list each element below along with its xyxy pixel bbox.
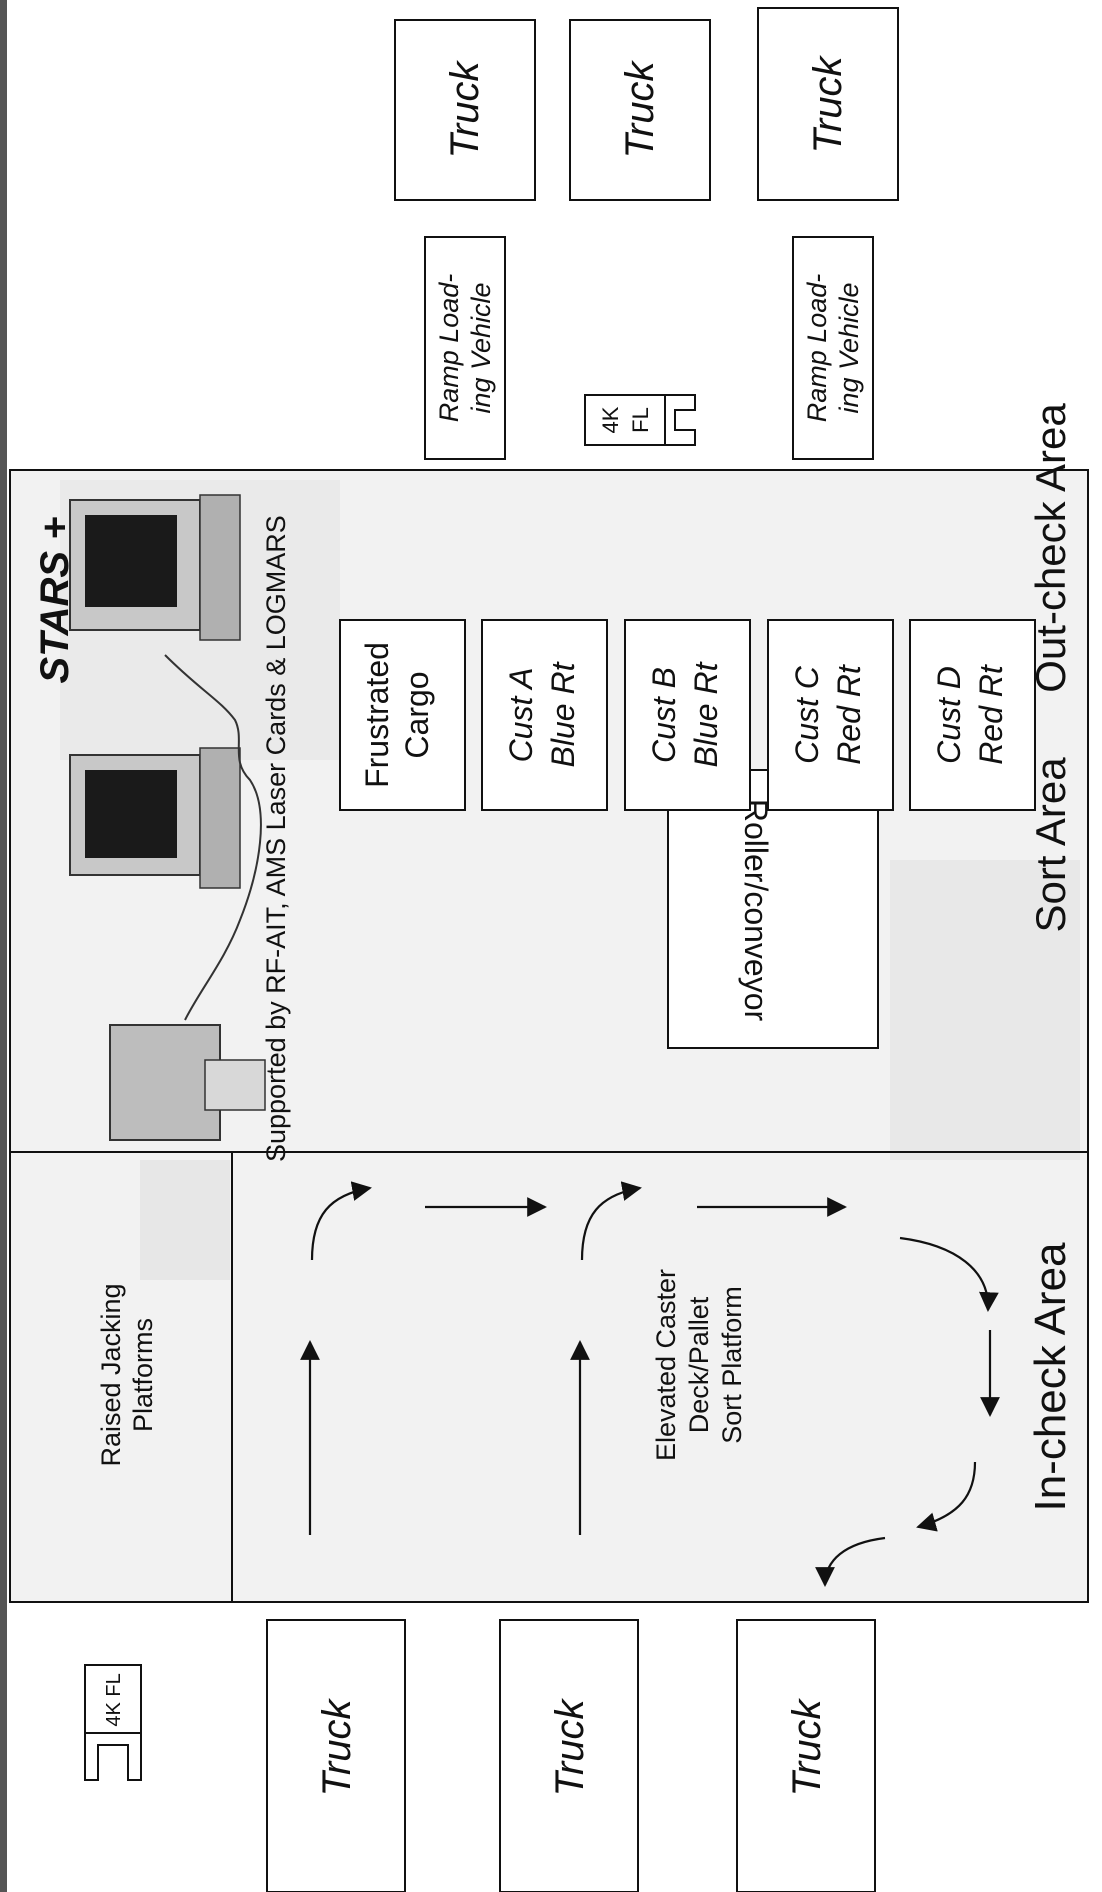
ramp-vehicle-2-line-2: ing Vehicle xyxy=(834,282,864,413)
lane-box-cust-c xyxy=(767,619,894,811)
terminal-screen-1 xyxy=(85,515,177,607)
lane-cust-c-line-1: Cust C xyxy=(789,665,825,764)
terminal-base-1 xyxy=(199,494,241,641)
computer-terminal-2 xyxy=(69,747,241,889)
outcheck-lanes: Frustrated Cargo Cust A Blue Rt Cust B B… xyxy=(339,619,1036,811)
lane-cust-d-line-2: Red Rt xyxy=(973,664,1009,765)
elevated-platform-line-2: Deck/Pallet xyxy=(684,1296,714,1433)
lane-cust-a-line-2: Blue Rt xyxy=(545,661,581,767)
ramp-vehicle-box-2 xyxy=(792,236,874,460)
forklift-right-body xyxy=(584,394,666,446)
arrow-curve-3 xyxy=(899,1236,999,1312)
roller-conveyor-box xyxy=(667,769,879,1049)
support-text: Supported by RF-AIT, AMS Laser Cards & L… xyxy=(261,515,291,1162)
lane-box-frustrated xyxy=(339,619,466,811)
lane-box-cust-a xyxy=(481,619,608,811)
truck-box-right-2 xyxy=(569,19,711,201)
flow-arrows xyxy=(300,1181,1000,1587)
truck-left-2-label: Truck xyxy=(548,1697,592,1796)
ramp-vehicle-1-line-2: ing Vehicle xyxy=(466,282,496,413)
computer-terminal-1 xyxy=(69,494,241,641)
printer-tray xyxy=(204,1059,266,1111)
shade-sort xyxy=(890,860,1080,1160)
lane-cust-c-line-2: Red Rt xyxy=(831,664,867,765)
network-cable xyxy=(164,654,262,1021)
forklift-right-line-2: FL xyxy=(628,407,653,433)
truck-box-left-3 xyxy=(736,1619,876,1892)
ramp-vehicle-1-line-1: Ramp Load- xyxy=(434,274,464,423)
right-trucks: Truck Truck Truck xyxy=(394,7,899,201)
printer-device xyxy=(109,1024,266,1141)
lane-cust-b-line-2: Blue Rt xyxy=(688,661,724,767)
in-check-area-label: In-check Area xyxy=(1026,1242,1075,1512)
lane-frustrated-line-1: Frustrated xyxy=(359,642,395,788)
truck-box-left-1 xyxy=(266,1619,406,1892)
left-forklift: 4K FL xyxy=(84,1664,142,1781)
shade-platforms xyxy=(140,1160,230,1280)
elevated-platform-line-1: Elevated Caster xyxy=(651,1269,681,1461)
forklift-body xyxy=(84,1664,142,1734)
truck-right-1-label: Truck xyxy=(443,59,487,158)
terminal-base-2 xyxy=(199,747,241,889)
ramp-vehicle-2-line-1: Ramp Load- xyxy=(802,274,832,423)
left-trucks: Truck Truck Truck xyxy=(266,1619,876,1892)
truck-left-1-label: Truck xyxy=(315,1697,359,1796)
ramp-vehicle-box-1 xyxy=(424,236,506,460)
elevated-platform-line-3: Sort Platform xyxy=(717,1286,747,1444)
truck-box-right-1 xyxy=(394,19,536,201)
right-forklift: 4K FL xyxy=(584,394,696,446)
roller-conveyor-label: Roller/conveyor xyxy=(738,799,774,1022)
forklift-left-label: 4K FL xyxy=(103,1673,125,1726)
raised-platforms-line-1: Raised Jacking xyxy=(96,1283,126,1466)
truck-left-3-label: Truck xyxy=(785,1697,829,1796)
truck-box-left-2 xyxy=(499,1619,639,1892)
lane-box-cust-b xyxy=(624,619,751,811)
terminal-screen-2 xyxy=(85,770,177,858)
ramp-loading-vehicles: Ramp Load- ing Vehicle Ramp Load- ing Ve… xyxy=(424,236,874,460)
lane-frustrated-line-2: Cargo xyxy=(399,671,435,758)
forklift-tines xyxy=(84,1733,142,1781)
printer-body xyxy=(109,1024,221,1141)
arrow-curve-2 xyxy=(580,1181,642,1261)
forklift-right-tines xyxy=(665,394,696,446)
lane-cust-b-line-1: Cust B xyxy=(646,667,682,763)
arrow-curve-1 xyxy=(310,1181,372,1261)
lane-cust-a-line-1: Cust A xyxy=(503,668,539,763)
arrow-curve-5 xyxy=(815,1536,886,1587)
lane-cust-d-line-1: Cust D xyxy=(931,666,967,764)
arrow-curve-4 xyxy=(916,1461,977,1532)
scan-border xyxy=(0,0,7,1892)
truck-right-2-label: Truck xyxy=(618,59,662,158)
truck-right-3-label: Truck xyxy=(806,54,850,153)
raised-platforms-line-2: Platforms xyxy=(128,1318,158,1432)
truck-box-right-3 xyxy=(757,7,899,201)
lane-box-cust-d xyxy=(909,619,1036,811)
forklift-right-line-1: 4K xyxy=(598,406,623,433)
